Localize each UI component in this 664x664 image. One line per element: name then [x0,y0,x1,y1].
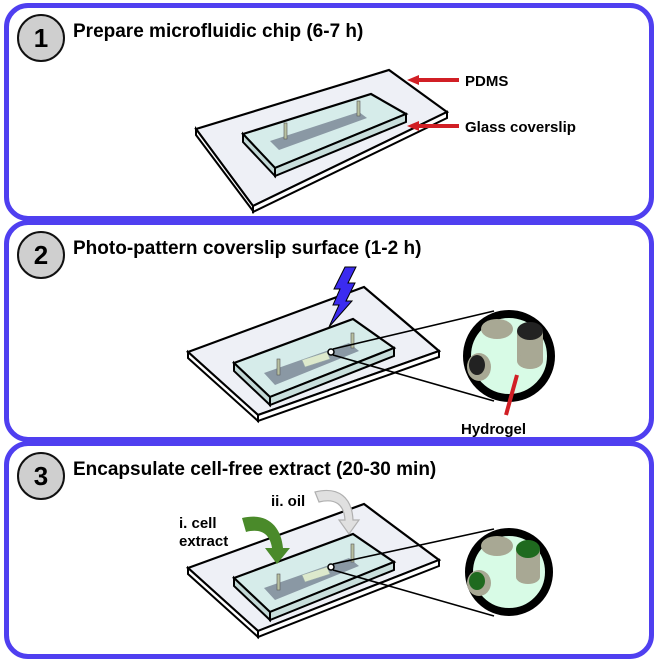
oil-arrow-icon [314,489,361,536]
step-1-panel: 1 Prepare microfluidic chip (6-7 h) PDMS… [4,3,654,221]
cell-extract-arrow-icon [242,516,290,564]
step-2-panel: 2 Photo-pattern coverslip surface (1-2 h… [4,220,654,442]
pdms-block [231,532,397,623]
step-number-badge: 1 [17,14,65,62]
hydrogel-label: Hydrogel [461,421,526,438]
outlet-post [356,100,361,117]
uv-light-icon [328,266,357,328]
photopattern-illustration: Hydrogel [185,266,555,438]
inlet-post [276,573,281,591]
step-number-badge: 3 [17,452,65,500]
outlet-post [350,332,355,349]
hydrogel-inset-icon [463,310,555,402]
inlet-post [283,122,288,140]
step-title: Photo-pattern coverslip surface (1-2 h) [73,238,422,259]
outlet-post [350,543,355,563]
hydrogel-pointer [504,374,519,416]
chip-illustration: PDMS Glass coverslip [194,68,576,214]
microchannel [270,112,367,150]
pdms-label: PDMS [465,73,508,90]
pdms-block [240,92,409,179]
hydrogel-pattern [301,566,331,583]
coverslip-arrow [407,121,459,131]
hydrogel-pattern [301,351,331,368]
step-title: Prepare microfluidic chip (6-7 h) [73,21,364,42]
zoom-lines [327,310,495,402]
cell-extract-label-line2: extract [179,533,228,550]
step-title: Encapsulate cell-free extract (20-30 min… [73,459,437,480]
cell-extract-label-line1: i. cell [179,515,217,532]
step-number-badge: 2 [17,231,65,279]
pdms-block [231,317,397,408]
encapsulated-extract-inset-icon [465,528,553,616]
inlet-post [276,358,281,376]
encapsulation-illustration: ii. oil i. cell extract [179,489,553,640]
pdms-arrow [407,75,459,85]
oil-label: ii. oil [271,493,305,510]
step-3-panel: 3 Encapsulate cell-free extract (20-30 m… [4,441,654,659]
coverslip-label: Glass coverslip [465,119,576,136]
zoom-lines [327,528,495,617]
